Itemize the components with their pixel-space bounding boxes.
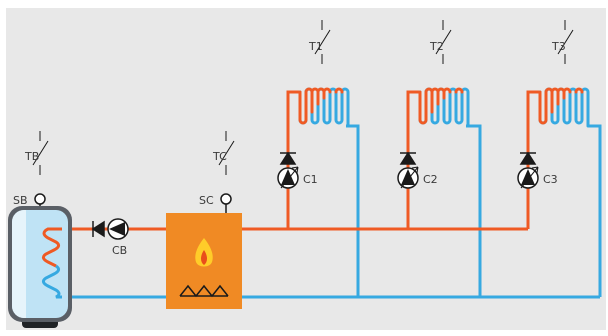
- regulation-arrow: [280, 166, 299, 189]
- radiator-1: [298, 87, 350, 128]
- cold-return-pipes: [60, 124, 602, 299]
- cold-riser-2: [466, 124, 482, 297]
- boiler-thermostat: TC: [212, 131, 235, 175]
- tank-pump: CB: [91, 218, 129, 257]
- radiator-3: [538, 87, 590, 128]
- tank-sensor-label: SB: [13, 194, 28, 207]
- cold-riser-1: [346, 124, 360, 297]
- circuit-2: C2 T2: [397, 20, 470, 189]
- pump-arrow: [109, 222, 125, 236]
- pump-arrow: [401, 169, 415, 185]
- radiator-2: [418, 87, 470, 128]
- pump-c2: C2: [397, 151, 438, 189]
- thermostat-t2-label: T2: [429, 40, 444, 53]
- tank-coil-cold: [41, 264, 62, 299]
- check-valve-icon: [91, 220, 105, 238]
- thermostat-t2: T2: [429, 20, 452, 64]
- check-valve-icon: [279, 151, 297, 165]
- sensor-icon: [220, 193, 232, 205]
- pump-c3: C3: [517, 151, 558, 189]
- thermostat-t1: T1: [308, 20, 331, 64]
- boiler: [166, 213, 242, 309]
- pump-c2-label: C2: [423, 173, 438, 186]
- check-valve-icon: [399, 151, 417, 165]
- tank-sensor: SB: [13, 193, 46, 207]
- thermostat-t1-label: T1: [308, 40, 323, 53]
- boiler-sensor-label: SC: [199, 194, 214, 207]
- pump-arrow: [281, 169, 295, 185]
- thermostat-switch-icon: [314, 20, 331, 64]
- thermostat-switch-icon: [435, 20, 452, 64]
- tank-coil-hot: [41, 227, 62, 268]
- pump-c1: C1: [277, 151, 318, 189]
- cold-riser-3: [588, 124, 602, 297]
- pump-c1-label: C1: [303, 173, 318, 186]
- boiler-sensor: SC: [199, 193, 232, 213]
- sensor-icon: [34, 193, 46, 205]
- thermostat-t3: T3: [551, 20, 574, 64]
- thermostat-switch-icon: [32, 131, 49, 175]
- heating-element-icon: [179, 284, 229, 298]
- regulation-arrow: [400, 166, 419, 189]
- background-panel: [6, 8, 606, 330]
- regulation-arrow: [520, 166, 539, 189]
- tank-thermostat-label: TB: [24, 150, 39, 163]
- flame-icon: [195, 238, 213, 267]
- tank-shine: [12, 210, 26, 318]
- tank-thermostat: TB: [24, 131, 49, 175]
- thermostat-t3-label: T3: [551, 40, 566, 53]
- storage-tank: [8, 206, 72, 328]
- check-valve-icon: [519, 151, 537, 165]
- circuit-3: C3 T3: [517, 20, 590, 189]
- pump-c3-label: C3: [543, 173, 558, 186]
- boiler-thermostat-label: TC: [212, 150, 227, 163]
- thermostat-switch-icon: [218, 131, 235, 175]
- thermostat-switch-icon: [557, 20, 574, 64]
- pump-arrow: [521, 169, 535, 185]
- tank-pump-label: CB: [112, 244, 127, 257]
- circuit-1: C1 T1: [277, 20, 350, 189]
